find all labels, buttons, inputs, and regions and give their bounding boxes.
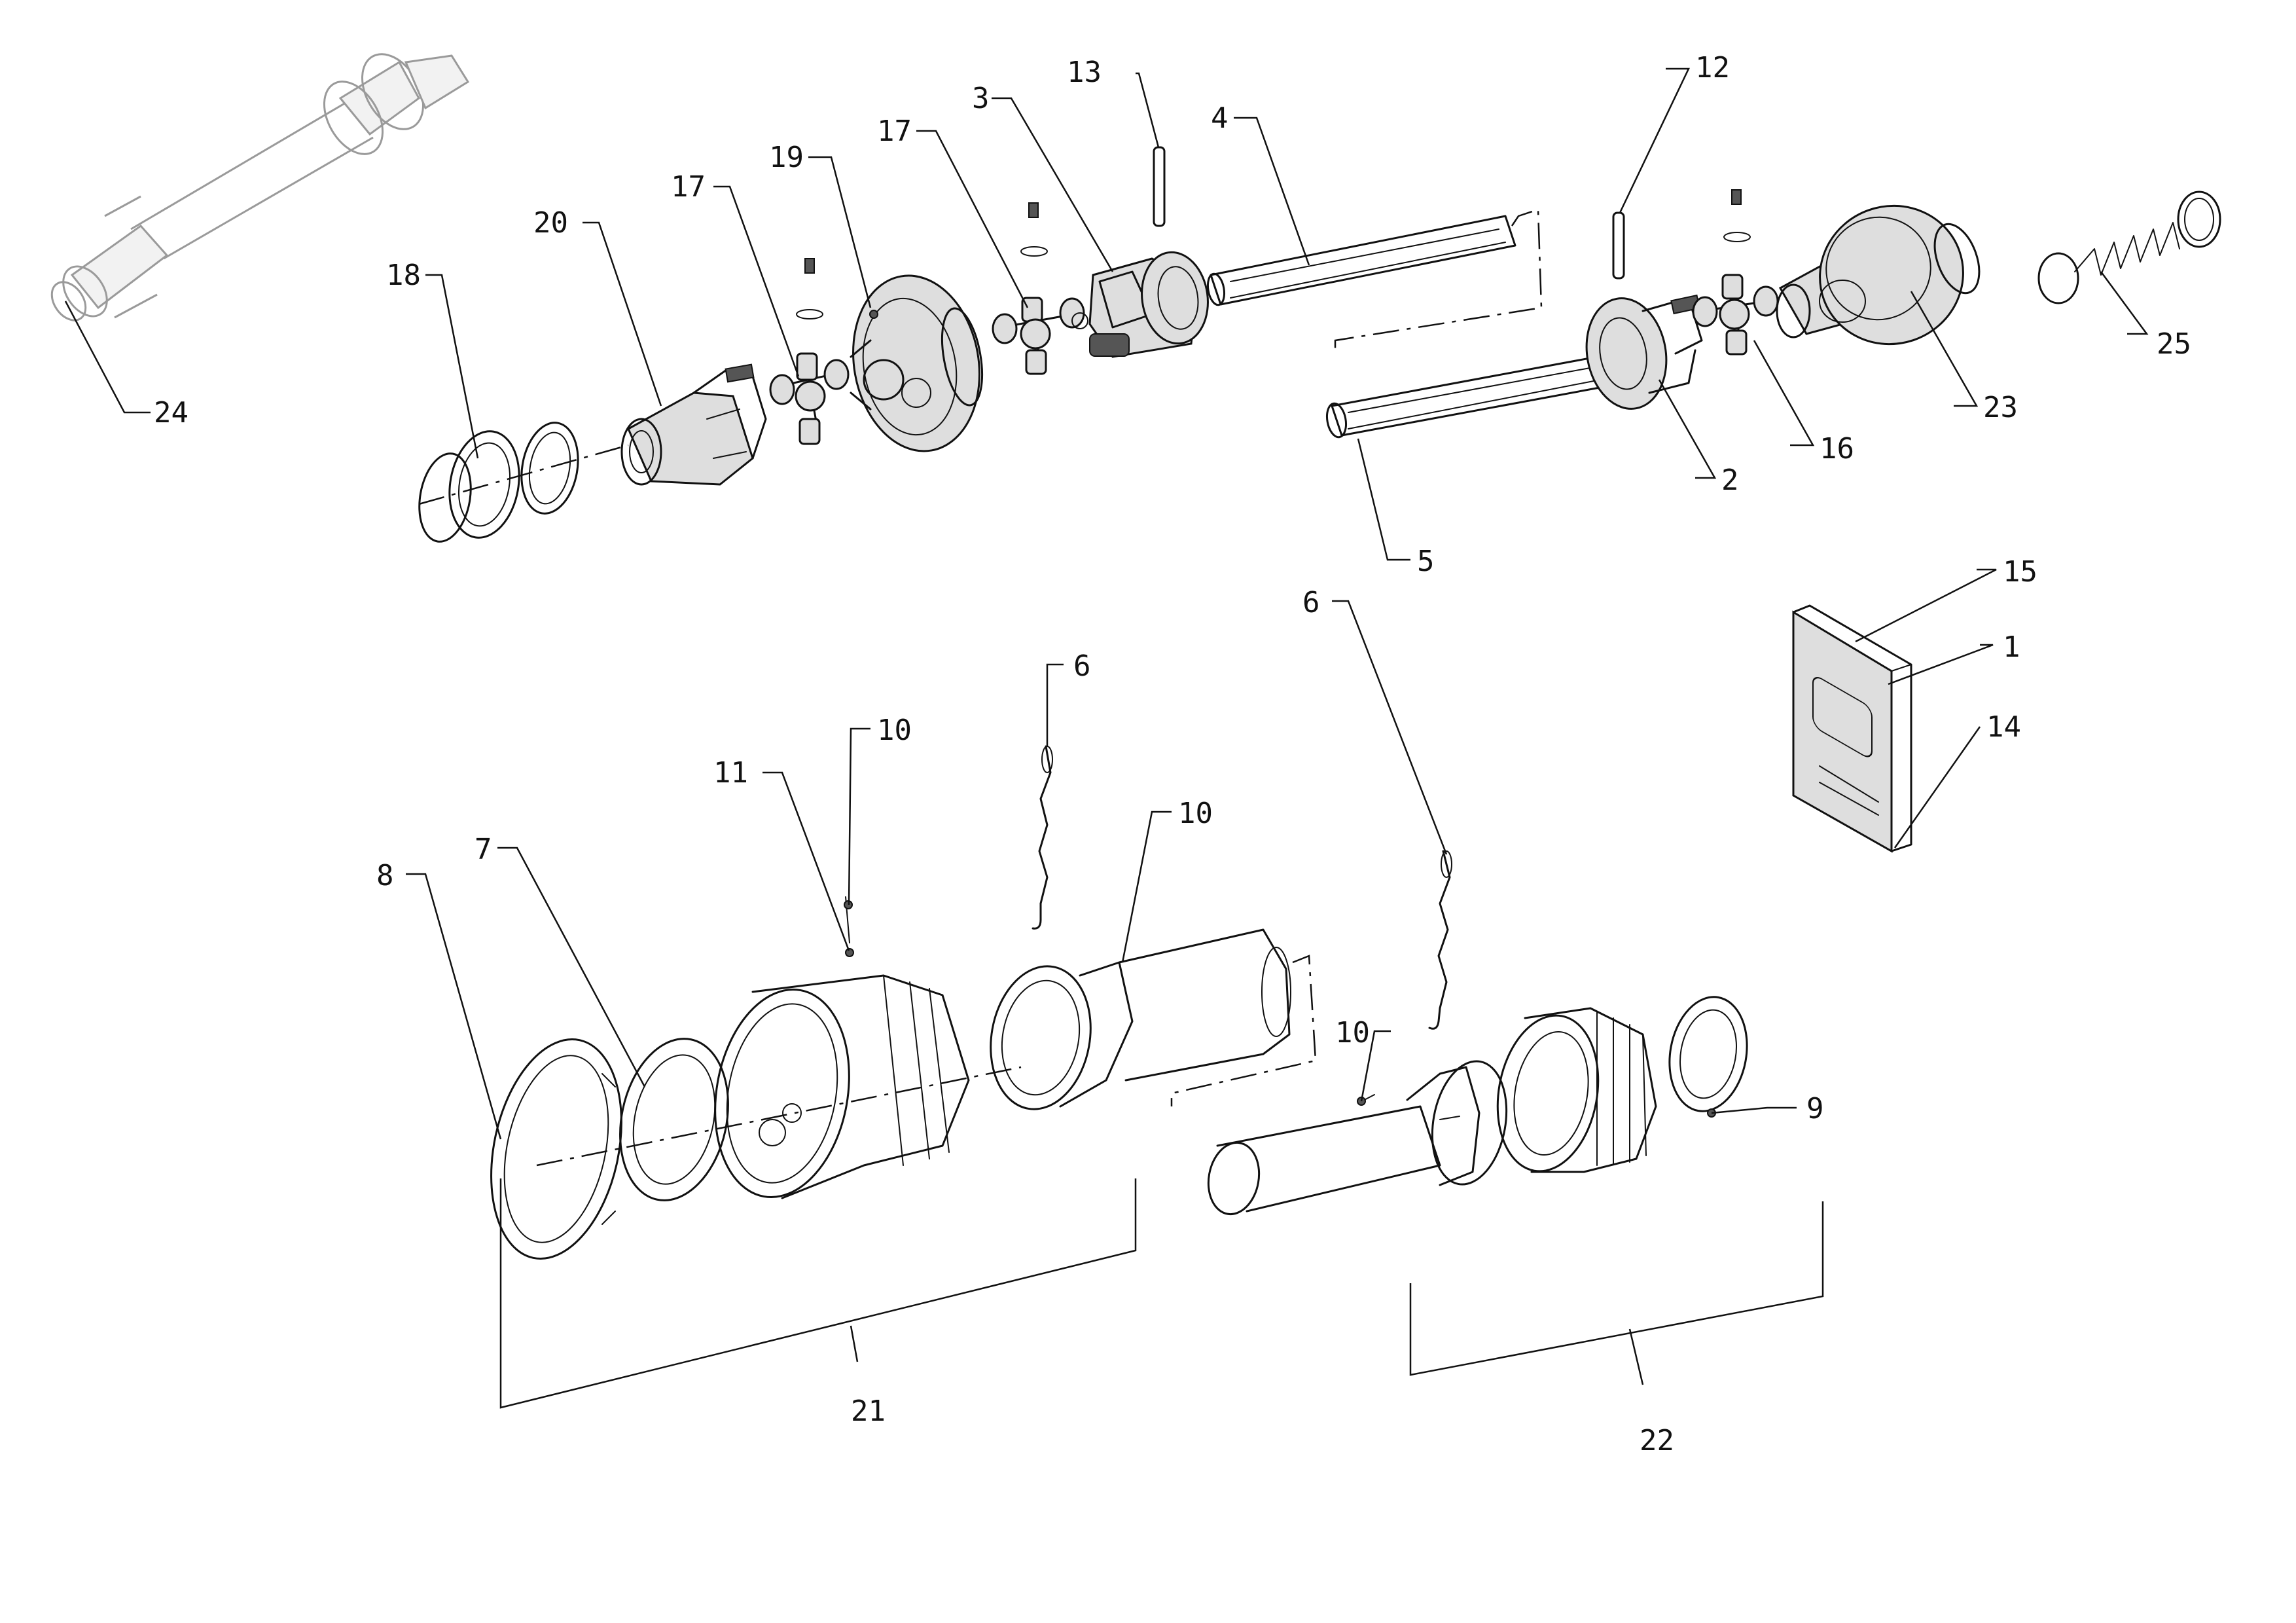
yoke-20 — [620, 363, 767, 486]
label-6b: 6 — [1302, 586, 1320, 619]
overview-shaft-24 — [50, 53, 470, 321]
label-10c: 10 — [1335, 1016, 1370, 1049]
guard-cone-21 — [714, 974, 970, 1199]
guard-bellows-22 — [1496, 1007, 1657, 1173]
instruction-manual-15-1-14 — [1792, 604, 1912, 853]
guard-tube-outer — [990, 928, 1317, 1110]
label-17a: 17 — [671, 170, 706, 204]
label-3: 3 — [972, 82, 990, 115]
screw-10c — [1357, 1094, 1375, 1106]
roll-pin-13 — [1153, 146, 1166, 227]
cross-joint-17a — [769, 258, 850, 445]
label-2: 2 — [1721, 464, 1739, 497]
label-13: 13 — [1067, 56, 1102, 89]
label-11: 11 — [713, 756, 748, 790]
spring-kit-25 — [2037, 191, 2221, 304]
label-21: 21 — [851, 1395, 886, 1428]
wide-angle-housing-23 — [1776, 204, 1981, 346]
label-14: 14 — [1986, 710, 2021, 744]
label-8: 8 — [376, 859, 394, 892]
label-5: 5 — [1417, 545, 1435, 578]
profile-tube-4 — [1206, 208, 1543, 354]
label-12: 12 — [1695, 51, 1730, 84]
cross-joint-17b — [992, 202, 1088, 375]
label-4: 4 — [1211, 101, 1229, 135]
guard-ring-7 — [619, 1038, 729, 1201]
yoke-3 — [1088, 251, 1209, 358]
screw-10a-11 — [844, 896, 854, 957]
label-6a: 6 — [1073, 649, 1091, 683]
label-15: 15 — [2003, 555, 2037, 589]
safety-chain-6b — [1428, 850, 1452, 1030]
label-18: 18 — [386, 259, 421, 292]
guard-tube-inner — [1207, 1060, 1508, 1216]
callout-labels: 24 18 20 17 19 17 3 13 4 12 25 23 16 2 5… — [154, 51, 2191, 1457]
label-10a: 10 — [877, 714, 912, 747]
roll-pin-12 — [1612, 211, 1625, 280]
label-19: 19 — [769, 141, 804, 174]
label-1: 1 — [2003, 630, 2020, 664]
lower-axis-line — [536, 1066, 1022, 1167]
label-23: 23 — [1983, 391, 2018, 424]
cross-joint-16 — [1692, 189, 1779, 356]
label-16: 16 — [1820, 432, 1854, 465]
label-7: 7 — [475, 833, 492, 866]
safety-chain-6a — [1031, 745, 1053, 930]
yoke-2 — [1585, 294, 1703, 410]
label-22: 22 — [1640, 1424, 1674, 1457]
label-17b: 17 — [877, 115, 912, 148]
label-10b: 10 — [1178, 797, 1213, 830]
guard-ring-9 — [1668, 996, 1748, 1118]
label-20: 20 — [533, 206, 568, 240]
label-25: 25 — [2157, 327, 2191, 361]
leader-lines — [64, 67, 2149, 1409]
guard-ring-8 — [490, 1038, 622, 1260]
snap-ring-set-18 — [418, 422, 629, 543]
profile-tube-5 — [1325, 356, 1608, 439]
flange-19 — [850, 274, 983, 452]
label-24: 24 — [154, 396, 188, 429]
label-9: 9 — [1806, 1092, 1824, 1125]
